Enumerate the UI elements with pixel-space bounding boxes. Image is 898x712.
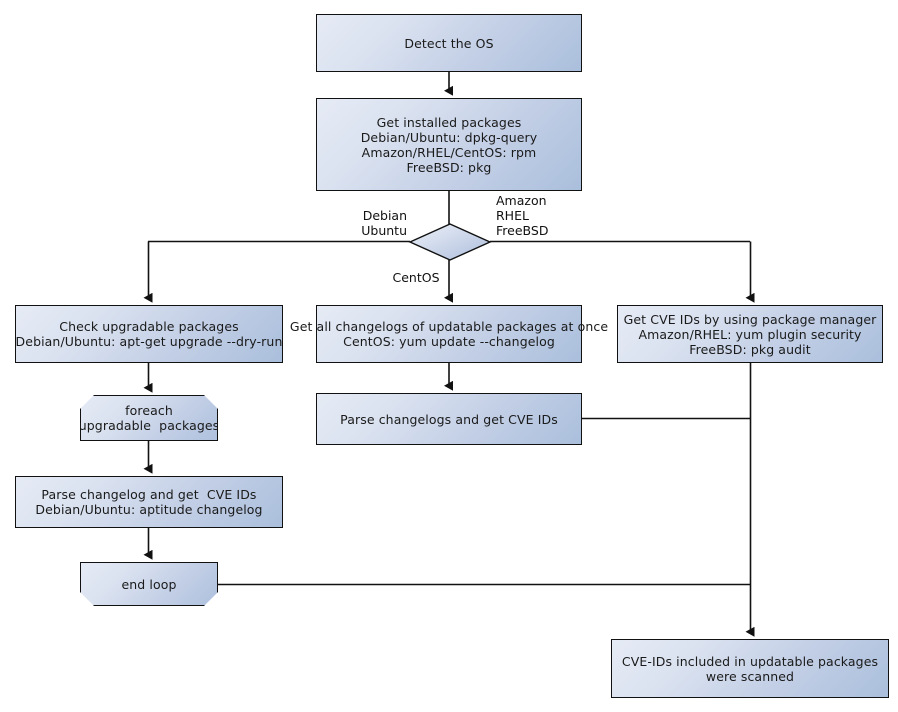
node-label: CVE-IDs included in updatable packages w… xyxy=(621,653,879,684)
node-end-loop[interactable]: end loop xyxy=(80,562,218,606)
os-decision-diamond[interactable] xyxy=(408,223,492,261)
node-check-upgradable[interactable]: Check upgradable packages Debian/Ubuntu:… xyxy=(15,305,283,363)
node-label: Get all changelogs of updatable packages… xyxy=(289,319,609,349)
node-get-installed-packages[interactable]: Get installed packages Debian/Ubuntu: dp… xyxy=(316,98,582,191)
node-label: foreach upgradable packages xyxy=(78,403,220,433)
node-detect-os[interactable]: Detect the OS xyxy=(316,14,582,72)
node-parse-changelog-debian[interactable]: Parse changelog and get CVE IDs Debian/U… xyxy=(15,476,283,528)
node-label: Parse changelog and get CVE IDs Debian/U… xyxy=(35,487,263,517)
node-scan-complete[interactable]: CVE-IDs included in updatable packages w… xyxy=(611,639,889,698)
node-label: Parse changelogs and get CVE IDs xyxy=(340,411,558,427)
node-label: Check upgradable packages Debian/Ubuntu:… xyxy=(15,319,283,349)
node-foreach-loop-start[interactable]: foreach upgradable packages xyxy=(80,395,218,441)
edge-label-amazon-rhel-freebsd: Amazon RHEL FreeBSD xyxy=(496,193,549,238)
node-label: end loop xyxy=(121,576,177,592)
edge-label-centos: CentOS xyxy=(392,270,440,285)
node-get-cve-ids-pkgmgr[interactable]: Get CVE IDs by using package manager Ama… xyxy=(617,305,883,363)
node-label: Get installed packages Debian/Ubuntu: dp… xyxy=(360,114,538,175)
edge-label-debian-ubuntu: Debian Ubuntu xyxy=(361,208,407,238)
node-label: Get CVE IDs by using package manager Ama… xyxy=(623,311,877,357)
node-parse-changelogs-centos[interactable]: Parse changelogs and get CVE IDs xyxy=(316,393,582,445)
node-get-all-changelogs[interactable]: Get all changelogs of updatable packages… xyxy=(290,305,608,363)
node-label: Detect the OS xyxy=(404,35,494,51)
